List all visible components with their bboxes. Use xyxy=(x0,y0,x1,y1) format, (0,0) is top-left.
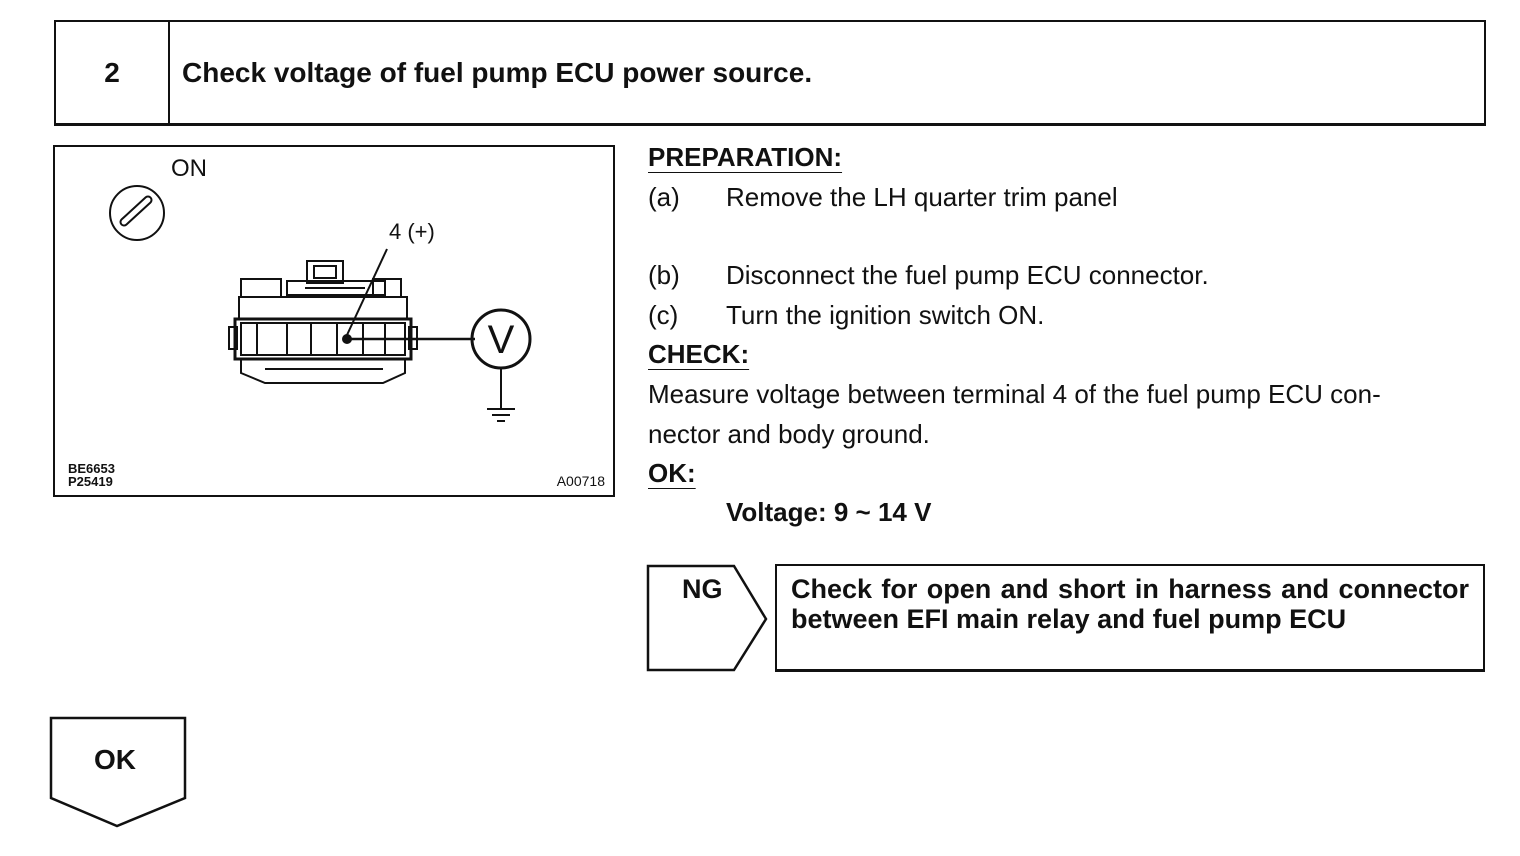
ground-icon xyxy=(487,368,515,422)
check-text-line: nector and body ground. xyxy=(648,419,930,449)
step-item-marker: (c) xyxy=(648,300,679,330)
meter-symbol: V xyxy=(488,318,515,362)
check-text-line: Measure voltage between terminal 4 of th… xyxy=(648,379,1381,409)
switch-label: ON xyxy=(171,155,207,182)
voltmeter-icon: V xyxy=(470,308,532,370)
figure-ref-code: A00718 xyxy=(556,473,605,489)
terminal-label: 4 (+) xyxy=(389,219,435,244)
step-header: 2 Check voltage of fuel pump ECU power s… xyxy=(54,20,1486,126)
ok-arrow-icon xyxy=(49,716,187,828)
step-number: 2 xyxy=(104,56,120,88)
step-title: Check voltage of fuel pump ECU power sou… xyxy=(182,56,813,88)
ng-arrow-icon xyxy=(646,564,768,672)
step-item-marker: (b) xyxy=(648,260,680,290)
figure-ref-code: BE6653 xyxy=(68,461,115,476)
step-item-text: Remove the LH quarter trim panel xyxy=(726,182,1118,212)
step-item-text: Disconnect the fuel pump ECU connector. xyxy=(726,260,1209,290)
figure-drawing: V xyxy=(109,185,532,422)
ng-label: NG xyxy=(682,574,723,604)
step-item-marker: (a) xyxy=(648,182,680,212)
ng-action-text: Check for open and short in harness and … xyxy=(791,574,1469,634)
ignition-key-icon xyxy=(109,185,165,241)
wiring-figure: V ON 4 (+) BE6653 P25419 A00718 xyxy=(53,145,615,497)
check-heading: CHECK: xyxy=(648,339,750,369)
step-divider xyxy=(168,22,170,123)
ng-action-box: Check for open and short in harness and … xyxy=(775,564,1485,672)
connector-icon xyxy=(228,248,418,384)
ok-spec-heading: OK: xyxy=(648,458,696,488)
ok-label: OK xyxy=(94,744,136,775)
ok-spec-value: Voltage: 9 ~ 14 V xyxy=(726,497,932,527)
figure-ref-code: P25419 xyxy=(68,474,113,489)
preparation-heading: PREPARATION: xyxy=(648,142,843,172)
step-item-text: Turn the ignition switch ON. xyxy=(726,300,1045,330)
